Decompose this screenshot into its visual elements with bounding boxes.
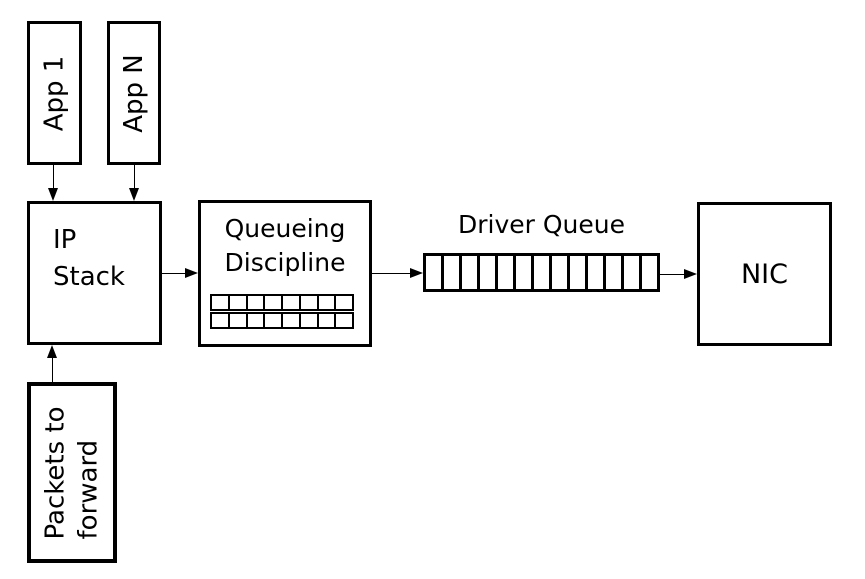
queue-cell xyxy=(316,314,335,327)
queue-cell xyxy=(531,256,549,289)
queue-cell xyxy=(477,256,495,289)
queue-cell xyxy=(263,314,281,327)
queue-cell xyxy=(298,296,317,309)
node-nic: NIC xyxy=(697,202,832,346)
arrow-driverqueue-to-nic-line xyxy=(660,273,685,275)
queue-cell xyxy=(263,296,281,309)
queue-cell xyxy=(567,256,585,289)
arrow-forward-to-ipstack-head xyxy=(47,345,57,358)
queue-cell xyxy=(245,314,264,327)
arrow-qdisc-to-driverqueue-head xyxy=(410,268,423,278)
arrow-qdisc-to-driverqueue-line xyxy=(372,272,411,274)
queue-cell xyxy=(281,314,299,327)
queueing-discipline-line2: Discipline xyxy=(224,248,346,277)
queue-cell xyxy=(549,256,567,289)
queue-cell xyxy=(513,256,531,289)
nic-label: NIC xyxy=(740,258,788,290)
queueing-discipline-label: Queueing Discipline xyxy=(201,212,369,280)
queueing-discipline-line1: Queueing xyxy=(224,214,346,243)
queue-cell xyxy=(585,256,603,289)
queue-cell xyxy=(227,314,246,327)
arrow-driverqueue-to-nic-head xyxy=(684,269,697,279)
arrow-ipstack-to-qdisc-head xyxy=(185,268,198,278)
app1-label: App 1 xyxy=(39,55,70,131)
queue-cell xyxy=(212,314,228,327)
ip-stack-label-line1: IP xyxy=(53,225,77,255)
appn-label: App N xyxy=(118,53,149,133)
queue-cell xyxy=(245,296,264,309)
queue-cell xyxy=(603,256,621,289)
driver-queue xyxy=(423,253,660,292)
queue-cell xyxy=(298,314,317,327)
queue-cell xyxy=(459,256,477,289)
queue-cell xyxy=(426,256,441,289)
node-app1: App 1 xyxy=(27,21,82,165)
node-ip-stack: IP Stack xyxy=(27,201,162,345)
queue-cell xyxy=(334,296,352,309)
queue-cell xyxy=(495,256,513,289)
arrow-app1-to-ipstack-head xyxy=(48,188,58,201)
queue-cell xyxy=(441,256,459,289)
queue-cell xyxy=(316,296,335,309)
arrow-forward-to-ipstack-line xyxy=(51,357,53,382)
node-queueing-discipline: Queueing Discipline xyxy=(198,200,372,347)
driver-queue-label: Driver Queue xyxy=(457,210,625,239)
arrow-appn-to-ipstack-line xyxy=(133,165,135,189)
packets-to-forward-line2: forward xyxy=(73,439,104,539)
qdisc-queue-row-2 xyxy=(210,312,354,329)
node-appn: App N xyxy=(107,21,161,165)
ip-stack-label-line2: Stack xyxy=(53,262,125,292)
queue-cell xyxy=(639,256,657,289)
queue-cell xyxy=(334,314,352,327)
node-packets-to-forward: Packets to forward xyxy=(27,382,117,563)
queue-cell xyxy=(212,296,228,309)
ip-stack-label: IP Stack xyxy=(53,222,125,296)
arrow-ipstack-to-qdisc-line xyxy=(162,272,186,274)
arrow-appn-to-ipstack-head xyxy=(129,188,139,201)
packets-to-forward-label: Packets to forward xyxy=(39,406,105,539)
queue-cell xyxy=(281,296,299,309)
qdisc-queue-row-1 xyxy=(210,294,354,311)
arrow-app1-to-ipstack-line xyxy=(52,165,54,189)
packets-to-forward-line1: Packets to xyxy=(40,406,71,539)
queue-cell xyxy=(621,256,639,289)
queue-cell xyxy=(227,296,246,309)
